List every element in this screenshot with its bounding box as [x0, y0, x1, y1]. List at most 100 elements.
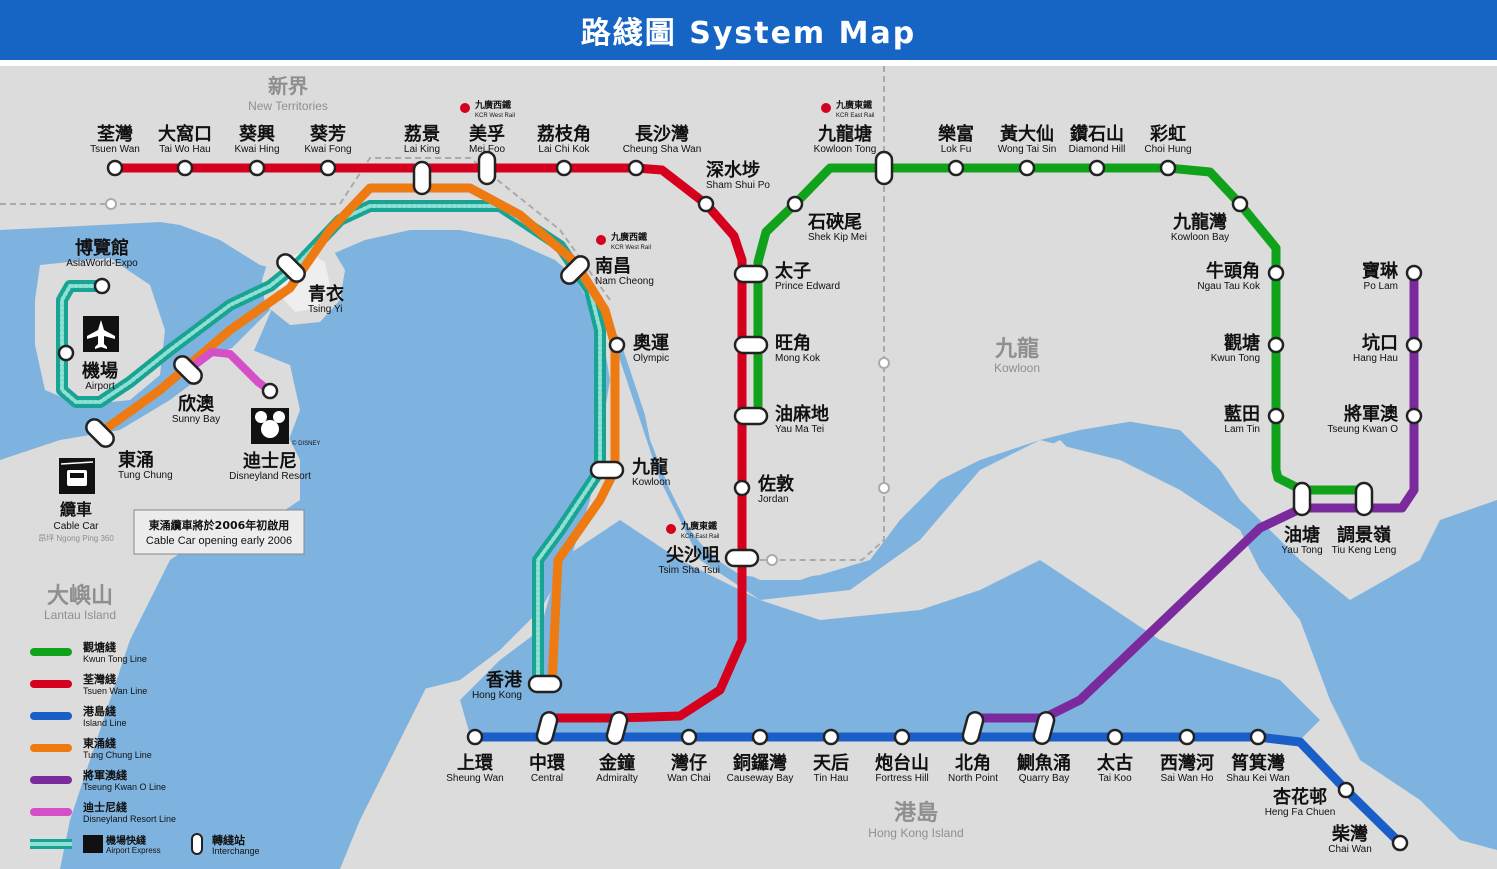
station-tin-hau[interactable]	[822, 728, 840, 746]
station-lok-fu[interactable]	[947, 159, 965, 177]
station-shau-kei-wan[interactable]	[1249, 728, 1267, 746]
interchange-mei-foo[interactable]	[477, 150, 497, 186]
station-label-zh: 石硤尾	[807, 212, 862, 233]
interchange-capsule	[589, 460, 625, 480]
interchange-yau-ma-tei[interactable]	[733, 406, 769, 426]
interchange-capsule	[733, 335, 769, 355]
cable-car-sub: 昂坪 Ngong Ping 360	[38, 534, 114, 543]
station-label-zh: 尖沙咀	[666, 544, 720, 566]
kcr-east-zh: 九廣東鐵	[835, 99, 872, 111]
station-kwai-hing[interactable]	[248, 159, 266, 177]
kcr-west-zh: 九廣西鐵	[474, 99, 511, 111]
station-label-en: Tung Chung	[118, 470, 173, 481]
notice-box	[133, 509, 305, 555]
station-asiaworld-expo[interactable]	[93, 277, 111, 295]
station-tseung-kwan-o[interactable]	[1405, 407, 1423, 425]
interchange-north-point[interactable]	[961, 710, 985, 745]
kcr-east-en: KCR East Rail	[836, 113, 874, 119]
station-label-en: Jordan	[758, 494, 789, 505]
station-label-en: AsiaWorld-Expo	[66, 258, 138, 269]
interchange-tsim-sha-tsui[interactable]	[724, 548, 760, 568]
station-jordan[interactable]	[733, 479, 751, 497]
station-label-zh: 荔枝角	[537, 123, 591, 145]
cable-car-window-icon	[70, 473, 84, 478]
station-fortress-hill[interactable]	[893, 728, 911, 746]
interchange-nam-cheong[interactable]	[558, 253, 592, 287]
interchange-capsule	[173, 355, 203, 385]
interchange-quarry-bay[interactable]	[1032, 710, 1056, 745]
interchange-capsule	[1292, 481, 1312, 517]
station-label-en: Lai Chi Kok	[538, 144, 590, 155]
station-sheung-wan[interactable]	[466, 728, 484, 746]
station-olympic[interactable]	[608, 336, 626, 354]
station-label-en: Mong Kok	[775, 353, 821, 364]
station-label-en: Tsing Yi	[308, 304, 342, 315]
station-sai-wan-ho[interactable]	[1178, 728, 1196, 746]
station-label-en: Lai King	[404, 144, 440, 155]
station-lam-tin[interactable]	[1267, 407, 1285, 425]
station-label-zh: 荃灣	[97, 123, 133, 145]
region-kowloon-en: Kowloon	[994, 361, 1040, 375]
kcr-badges: 九廣西鐵 KCR West Rail 九廣西鐵 KCR West Rail 九廣…	[460, 99, 874, 540]
station-hang-hau[interactable]	[1405, 336, 1423, 354]
interchange-lai-king[interactable]	[412, 160, 432, 196]
interchange-kowloon-tong[interactable]	[874, 150, 894, 186]
station-kowloon-bay[interactable]	[1231, 195, 1249, 213]
interchange-mong-kok[interactable]	[733, 335, 769, 355]
station-chai-wan[interactable]	[1391, 834, 1409, 852]
interchange-kowloon[interactable]	[589, 460, 625, 480]
station-label-en: Tin Hau	[814, 773, 849, 784]
station-label-en: Heng Fa Chuen	[1265, 807, 1336, 818]
station-kwun-tong[interactable]	[1267, 336, 1285, 354]
station-causeway-bay[interactable]	[751, 728, 769, 746]
legend-label-en: Tseung Kwan O Line	[83, 782, 166, 792]
interchange-yau-tong[interactable]	[1292, 481, 1312, 517]
station-label-zh: 太古	[1097, 752, 1133, 774]
interchange-prince-edward[interactable]	[733, 264, 769, 284]
legend-swatch	[30, 680, 72, 688]
station-label-en: Central	[531, 773, 563, 784]
station-label-en: Shau Kei Wan	[1226, 773, 1290, 784]
station-airport[interactable]	[57, 344, 75, 362]
station-wan-chai[interactable]	[680, 728, 698, 746]
legend-ae-dots	[30, 842, 72, 846]
station-wong-tai-sin[interactable]	[1018, 159, 1036, 177]
interchange-central[interactable]	[535, 710, 559, 745]
kcr-station-dots	[105, 198, 890, 566]
region-kowloon-zh: 九龍	[994, 336, 1039, 362]
station-sham-shui-po[interactable]	[697, 195, 715, 213]
map-header: 路綫圖 System Map	[0, 0, 1497, 60]
station-diamond-hill[interactable]	[1088, 159, 1106, 177]
station-cheung-sha-wan[interactable]	[627, 159, 645, 177]
region-lantau-zh: 大嶼山	[47, 584, 113, 609]
station-label-zh: 坑口	[1362, 332, 1398, 354]
station-label-en: Causeway Bay	[727, 773, 794, 784]
legend-swatch	[30, 776, 72, 784]
station-heng-fa-chuen[interactable]	[1337, 781, 1355, 799]
station-choi-hung[interactable]	[1159, 159, 1177, 177]
station-label-zh: 欣澳	[178, 393, 215, 415]
interchange-admiralty[interactable]	[605, 710, 629, 745]
station-tsuen-wan[interactable]	[106, 159, 124, 177]
station-shek-kip-mei[interactable]	[786, 195, 804, 213]
interchange-sunny-bay[interactable]	[171, 353, 205, 387]
station-disneyland-resort[interactable]	[261, 382, 279, 400]
cable-car-notice: 東涌纜車將於2006年初啟用 Cable Car opening early 2…	[133, 509, 305, 555]
station-label-zh: 灣仔	[671, 752, 707, 774]
interchange-tung-chung[interactable]	[83, 416, 117, 450]
station-label-en: Sham Shui Po	[706, 180, 770, 191]
interchange-tiu-keng-leng[interactable]	[1354, 481, 1374, 517]
station-label-zh: 將軍澳	[1344, 403, 1399, 425]
station-tai-koo[interactable]	[1106, 728, 1124, 746]
station-lai-chi-kok[interactable]	[555, 159, 573, 177]
station-kwai-fong[interactable]	[319, 159, 337, 177]
station-po-lam[interactable]	[1405, 264, 1423, 282]
kcr-west-en: KCR West Rail	[475, 113, 515, 119]
station-label-en: Choi Hung	[1144, 144, 1191, 155]
tsuen-wan-line	[110, 163, 747, 723]
station-ngau-tau-kok[interactable]	[1267, 264, 1285, 282]
station-tai-wo-hau[interactable]	[176, 159, 194, 177]
interchange-hong-kong[interactable]	[527, 674, 563, 694]
interchange-capsule	[605, 711, 629, 745]
